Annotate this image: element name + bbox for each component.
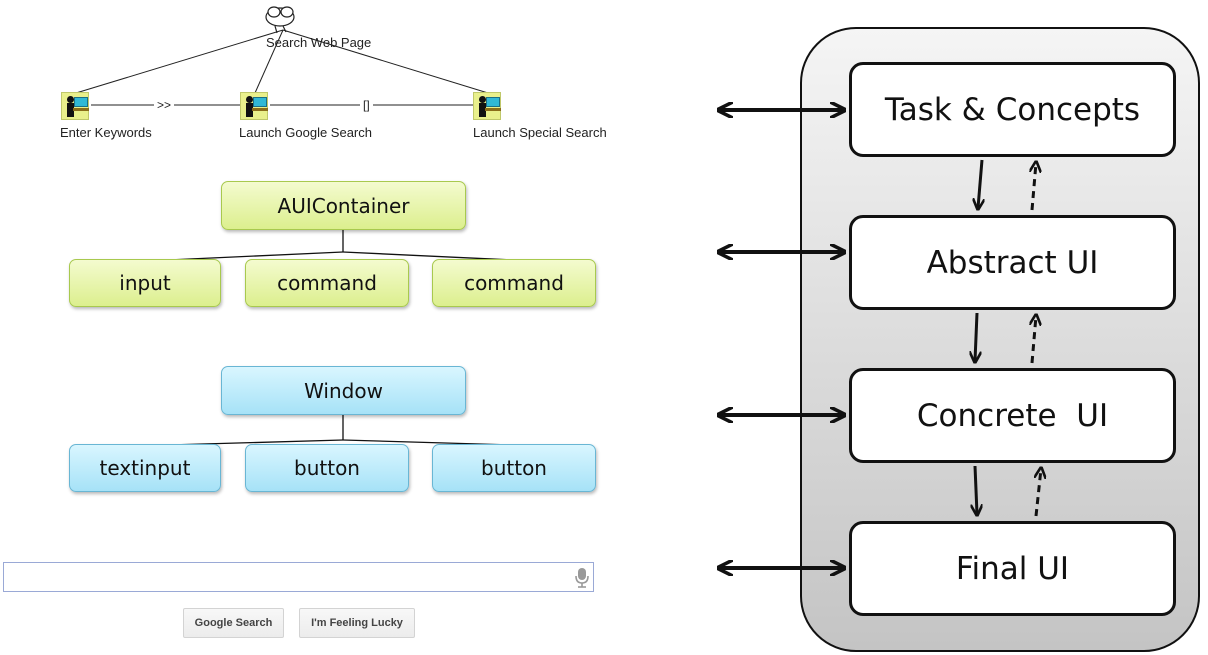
layer-final-ui: Final UI (849, 521, 1176, 616)
textinput-node: textinput (69, 444, 221, 492)
task-label-launch-google-search: Launch Google Search (239, 125, 372, 140)
command-node: command (432, 259, 596, 307)
layer-task-concepts: Task & Concepts (849, 62, 1176, 157)
command-node: command (245, 259, 409, 307)
feeling-lucky-button[interactable]: I'm Feeling Lucky (299, 608, 415, 638)
layer-abstract-ui: Abstract UI (849, 215, 1176, 310)
user-task-icon (61, 92, 89, 120)
window-node: Window (221, 366, 466, 415)
down-arrow-icon (975, 465, 977, 514)
choice-operator: [] (360, 98, 373, 112)
up-arrow-icon (1036, 469, 1041, 517)
button-node: button (245, 444, 409, 492)
search-input[interactable] (3, 562, 594, 592)
up-arrow-icon (1032, 163, 1036, 211)
microphone-icon[interactable] (574, 567, 590, 589)
up-arrow-icon (1032, 316, 1036, 364)
user-task-icon (473, 92, 501, 120)
input-node: input (69, 259, 221, 307)
user-task-icon (240, 92, 268, 120)
enabling-operator: >> (154, 98, 175, 112)
google-search-button[interactable]: Google Search (183, 608, 284, 638)
down-arrow-icon (975, 312, 977, 361)
task-label-launch-special-search: Launch Special Search (473, 125, 607, 140)
task-root-label: Search Web Page (266, 35, 372, 50)
layer-concrete-ui: Concrete UI (849, 368, 1176, 463)
auicontainer-node: AUIContainer (221, 181, 466, 230)
task-label-enter-keywords: Enter Keywords (60, 125, 152, 140)
down-arrow-icon (978, 159, 982, 208)
cloud-icon (265, 6, 295, 34)
button-node: button (432, 444, 596, 492)
